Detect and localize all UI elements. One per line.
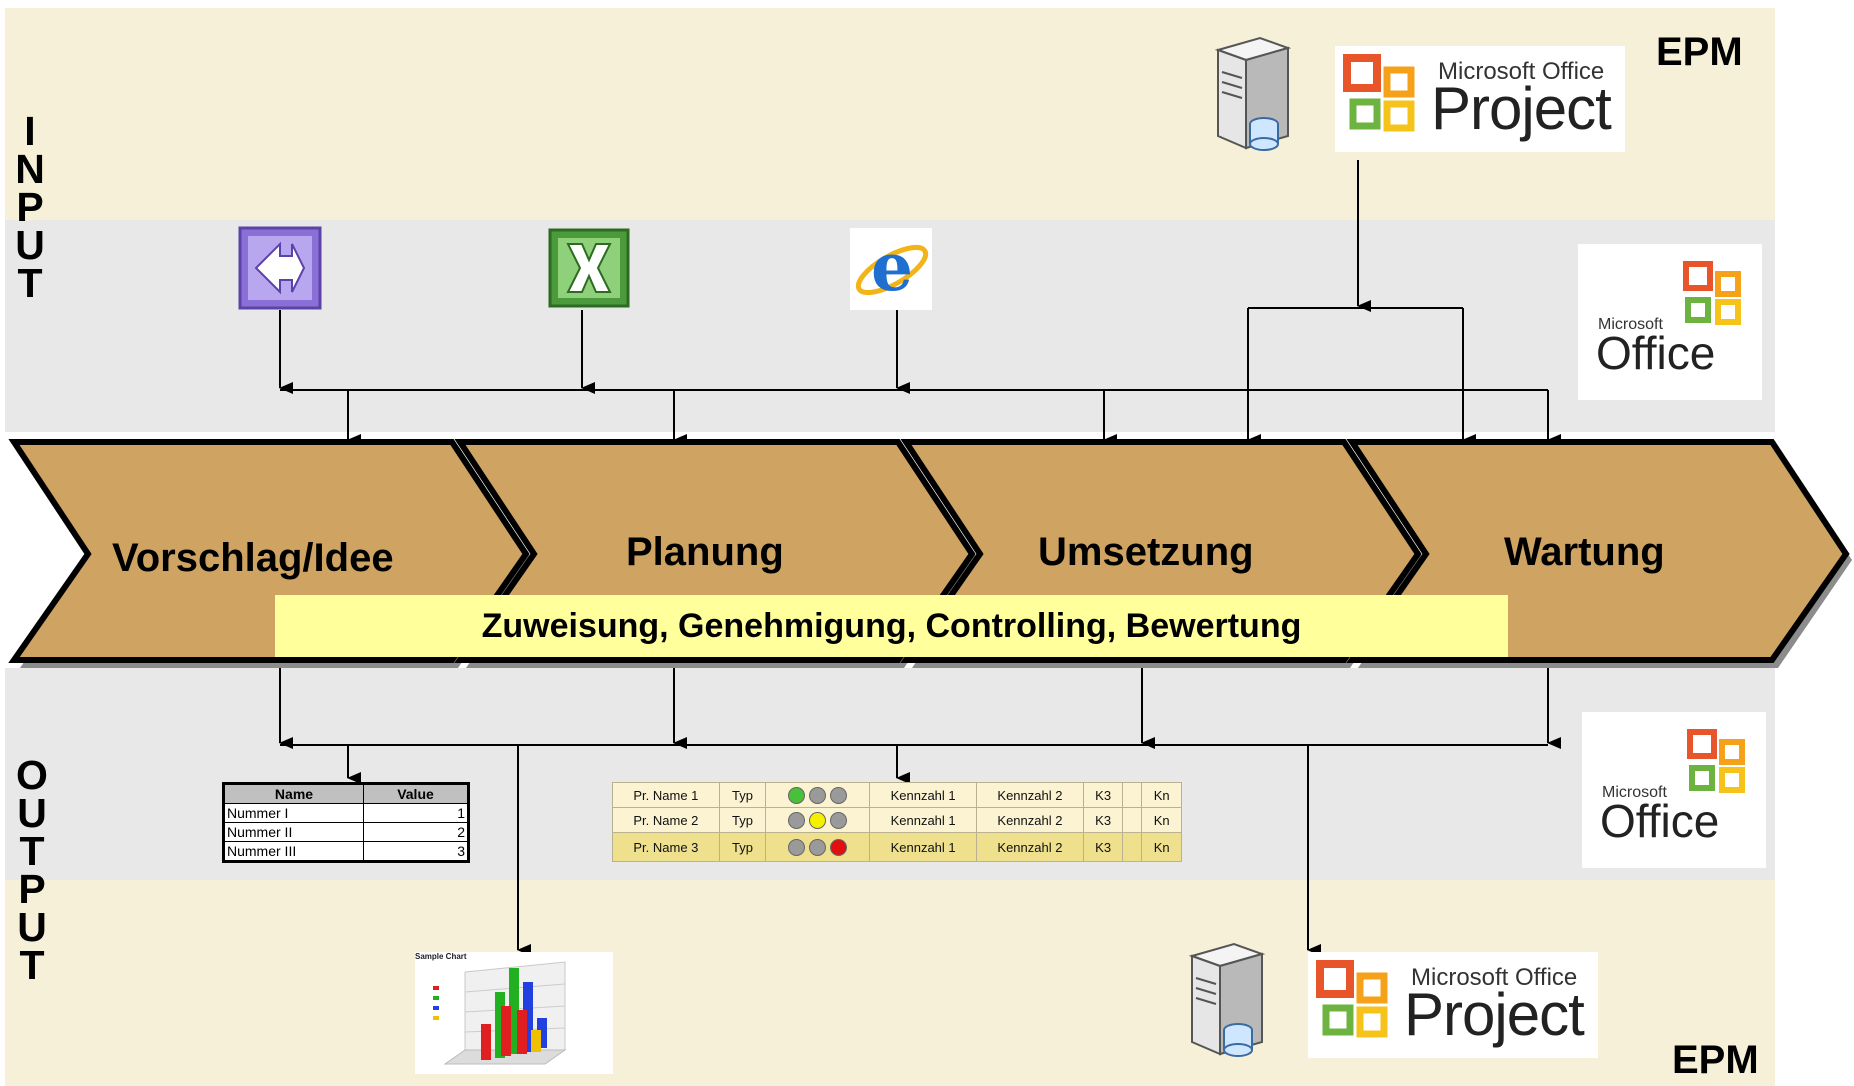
kpi-3-cell: K3 — [1082, 782, 1124, 808]
kpi-2-cell: Kennzahl 2 — [976, 832, 1084, 862]
phase-label-proposal: Vorschlag/Idee — [112, 536, 394, 580]
server-icon — [1188, 942, 1266, 1057]
status-light-gray — [809, 838, 827, 856]
svg-text:e: e — [871, 228, 913, 306]
status-light-gray — [830, 811, 848, 829]
office-squares-icon — [1687, 729, 1745, 793]
empty-cell — [1122, 807, 1143, 833]
kpi-1-cell: Kennzahl 1 — [869, 807, 978, 833]
epm-label-top: EPM — [1656, 30, 1743, 74]
status-light-yellow — [809, 811, 827, 829]
project-logo-product-text: Project — [1404, 981, 1585, 1048]
office-squares-icon — [1316, 960, 1388, 1038]
chart-icon — [433, 961, 567, 1065]
office-logo-product-text: Office — [1600, 795, 1720, 847]
traffic-light-cell — [765, 782, 871, 808]
project-type-cell: Typ — [718, 832, 767, 862]
column-header-value: Value — [363, 783, 469, 804]
office-logo-microsoft-text: Microsoft — [1598, 316, 1663, 333]
ms-project-logo-bottom: Microsoft Office Project — [1308, 952, 1598, 1058]
project-name-cell: Pr. Name 2 — [612, 807, 720, 833]
table-row: Pr. Name 3 Typ Kennzahl 1 Kennzahl 2 K3 … — [612, 832, 1182, 862]
table-row: Pr. Name 2 Typ Kennzahl 1 Kennzahl 2 K3 … — [612, 807, 1182, 833]
table-cell: Nummer III — [223, 841, 364, 862]
office-logo-product-text: Office — [1596, 327, 1716, 379]
project-logo-product-text: Project — [1431, 75, 1612, 142]
ms-office-logo-bottom: Microsoft Office — [1582, 712, 1766, 868]
table-cell: 2 — [363, 822, 469, 842]
traffic-light-cell — [765, 807, 871, 833]
empty-cell — [1122, 782, 1143, 808]
kpi-2-cell: Kennzahl 2 — [976, 807, 1084, 833]
office-logo-microsoft-text: Microsoft — [1602, 784, 1667, 801]
kpi-n-cell: Kn — [1141, 832, 1182, 862]
project-type-cell: Typ — [718, 782, 767, 808]
project-type-cell: Typ — [718, 807, 767, 833]
office-squares-icon — [1343, 54, 1415, 132]
table-cell: 3 — [363, 841, 469, 862]
phase-label-maintenance: Wartung — [1504, 530, 1665, 574]
status-light-red — [830, 838, 848, 856]
project-name-cell: Pr. Name 1 — [612, 782, 720, 808]
status-light-green — [788, 786, 806, 804]
server-icon — [1214, 36, 1292, 151]
ms-project-logo-top: Microsoft Office Project — [1335, 46, 1625, 152]
kpi-n-cell: Kn — [1141, 807, 1182, 833]
table-cell: Nummer II — [223, 822, 364, 842]
excel-icon — [548, 228, 630, 308]
sample-chart-thumbnail: Sample Chart — [415, 952, 613, 1074]
kpi-2-cell: Kennzahl 2 — [976, 782, 1084, 808]
epm-label-bottom: EPM — [1672, 1038, 1759, 1082]
kpi-3-cell: K3 — [1082, 832, 1124, 862]
kpi-3-cell: K3 — [1082, 807, 1124, 833]
project-name-cell: Pr. Name 3 — [612, 832, 720, 862]
empty-cell — [1122, 832, 1143, 862]
internet-explorer-icon: e — [850, 228, 932, 310]
project-logo-microsoft-text: Microsoft Office — [1411, 964, 1578, 991]
table-row: Nummer I 1 — [223, 803, 469, 823]
table-row: Nummer III 3 — [223, 841, 469, 862]
status-light-gray — [830, 786, 848, 804]
ms-office-logo-top: Microsoft Office — [1578, 244, 1762, 400]
phase-label-planning: Planung — [626, 530, 784, 574]
office-squares-icon — [1683, 261, 1741, 325]
table-header-row: Name Value — [223, 783, 469, 804]
project-logo-microsoft-text: Microsoft Office — [1438, 58, 1605, 85]
table-row: Pr. Name 1 Typ Kennzahl 1 Kennzahl 2 K3 … — [612, 782, 1182, 808]
cross-process-bar: Zuweisung, Genehmigung, Controlling, Bew… — [275, 595, 1508, 657]
column-header-name: Name — [223, 783, 364, 804]
infopath-icon — [238, 226, 322, 310]
traffic-light-cell — [765, 832, 871, 862]
project-status-table: Pr. Name 1 Typ Kennzahl 1 Kennzahl 2 K3 … — [612, 782, 1182, 862]
status-light-gray — [788, 811, 806, 829]
sample-chart-title: Sample Chart — [415, 952, 467, 961]
kpi-1-cell: Kennzahl 1 — [869, 832, 978, 862]
output-value-table: Name Value Nummer I 1 Nummer II 2 Nummer… — [222, 782, 470, 863]
table-row: Nummer II 2 — [223, 822, 469, 842]
phase-label-implementation: Umsetzung — [1038, 530, 1254, 574]
table-cell: Nummer I — [223, 803, 364, 823]
table-cell: 1 — [363, 803, 469, 823]
kpi-1-cell: Kennzahl 1 — [869, 782, 978, 808]
status-light-gray — [809, 786, 827, 804]
kpi-n-cell: Kn — [1141, 782, 1182, 808]
status-light-gray — [788, 838, 806, 856]
